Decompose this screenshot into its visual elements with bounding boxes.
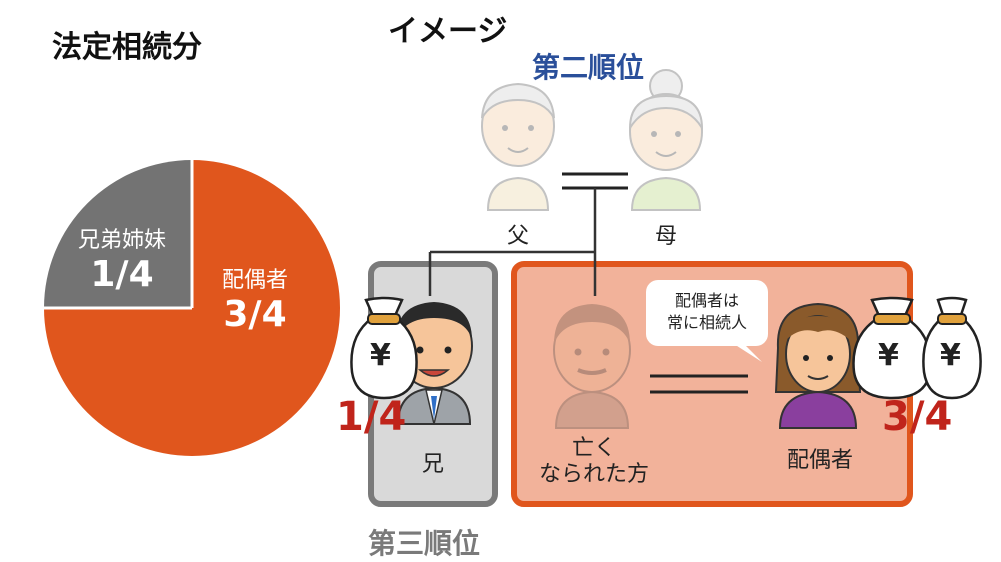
brother-label: 兄 <box>421 452 444 477</box>
legal-share-heading: 法定相続分 <box>52 30 202 65</box>
pie-label-spouse-name: 配偶者 <box>221 268 288 293</box>
speech-bubble-line2: 常に相続人 <box>666 313 747 332</box>
money-bag-icon <box>922 296 982 400</box>
speech-bubble-text: 配偶者は 常に相続人 <box>652 290 762 334</box>
pie-label-siblings-name: 兄弟姉妹 <box>77 228 166 253</box>
brother-share: 1/4 <box>336 394 407 440</box>
third-order-label: 第三順位 <box>368 527 481 560</box>
spouse-label: 配偶者 <box>786 448 853 473</box>
spouse-marriage-line <box>650 374 748 394</box>
pie-label-siblings: 兄弟姉妹 1/4 <box>62 222 182 295</box>
parents-marriage-line <box>562 172 628 190</box>
yen-icon: ¥ <box>940 338 961 373</box>
pie-label-spouse-fraction: 3/4 <box>223 294 287 335</box>
speech-bubble <box>646 280 768 362</box>
pie-label-siblings-fraction: 1/4 <box>90 254 154 295</box>
yen-icon: ¥ <box>878 338 899 373</box>
mother-label: 母 <box>654 224 677 249</box>
speech-bubble-line1: 配偶者は <box>674 291 739 310</box>
descent-lines <box>428 188 597 296</box>
deceased-label-line1: 亡く <box>571 436 616 461</box>
deceased-label: 亡く なられた方 <box>534 436 654 488</box>
spouse-figure <box>774 302 862 429</box>
spouse-share: 3/4 <box>882 394 953 440</box>
father-label: 父 <box>506 224 529 249</box>
yen-icon: ¥ <box>370 338 391 373</box>
money-bag-icon <box>350 296 418 400</box>
legal-share-pie-chart <box>42 158 340 456</box>
pie-label-spouse: 配偶者 3/4 <box>200 262 310 335</box>
image-heading: イメージ <box>388 14 508 49</box>
father-figure <box>481 82 555 211</box>
deceased-label-line2: なられた方 <box>538 462 649 487</box>
second-order-label: 第二順位 <box>532 51 645 84</box>
deceased-figure <box>553 304 631 429</box>
pie-slice-siblings <box>44 160 192 308</box>
mother-figure <box>628 69 704 211</box>
